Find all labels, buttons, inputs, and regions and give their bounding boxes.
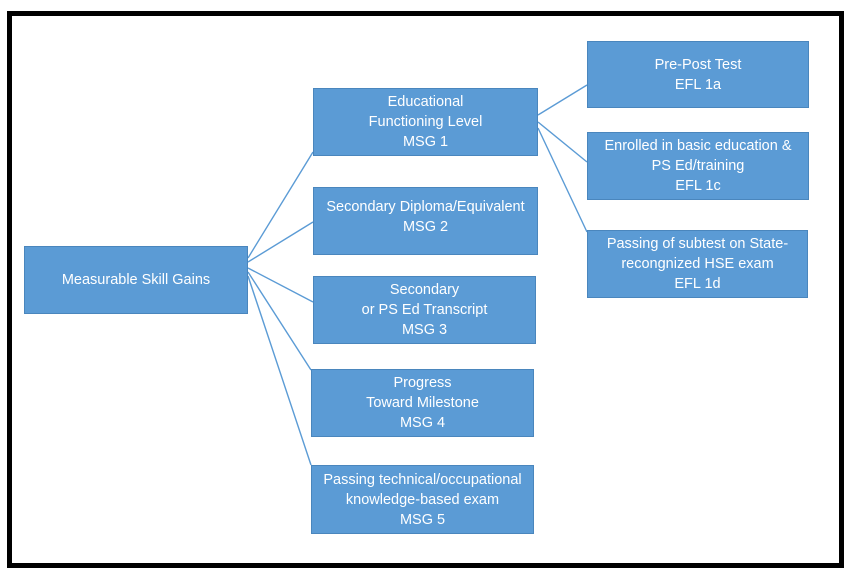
box-label-line: knowledge-based exam	[345, 491, 500, 508]
box-label-line: recongnized HSE exam	[621, 256, 774, 272]
connector-root-msg4	[247, 271, 312, 371]
measurable-skill-gains-box: Measurable Skill Gains	[24, 246, 248, 314]
box-label-line: Enrolled in basic education &	[604, 138, 792, 154]
box-label-line: Toward Milestone	[366, 395, 479, 411]
box-label-line: MSG 2	[402, 219, 449, 235]
box-label-line: Secondary Diploma/Equivalent	[326, 199, 525, 215]
box-label-line: MSG 5	[399, 511, 446, 528]
box-label-line: Secondary	[389, 282, 460, 298]
box-label-line: Passing technical/occupational	[323, 471, 522, 488]
box-label-line: Functioning Level	[368, 114, 483, 130]
connector-root-msg2	[247, 221, 314, 263]
efl1d-hse-subtest-box: Passing of subtest on State-recongnized …	[587, 230, 808, 298]
box-label-line: Passing of subtest on State-	[606, 236, 789, 252]
box-label-line: MSG 1	[402, 134, 449, 150]
efl1c-enrolled-basic-education-box: Enrolled in basic education & PS Ed/train…	[587, 132, 809, 200]
connector-msg1-efl1c	[537, 121, 588, 163]
box-label-line: or PS Ed Transcript	[361, 302, 488, 318]
box-label-line: Pre-Post Test	[654, 56, 742, 73]
connector-root-msg1	[247, 151, 314, 259]
box-label-line: Educational	[387, 94, 464, 110]
msg5-technical-occupational-exam-box: Passing technical/occupational knowledge-…	[311, 465, 534, 534]
box-label-line: Measurable Skill Gains	[61, 272, 211, 288]
box-label-line: MSG 3	[401, 322, 448, 338]
box-label-line: Progress	[393, 375, 452, 391]
connector-root-msg5	[247, 275, 312, 466]
connector-msg1-efl1a	[537, 84, 588, 116]
box-label-line: EFL 1a	[674, 76, 722, 93]
box-label-line: EFL 1c	[675, 178, 721, 194]
box-label-line: MSG 4	[399, 415, 446, 431]
box-label-line: PS Ed/training	[651, 158, 745, 174]
connector-root-msg3	[247, 267, 314, 303]
connector-msg1-efl1d	[537, 127, 588, 233]
box-label-line: EFL 1d	[674, 276, 721, 292]
